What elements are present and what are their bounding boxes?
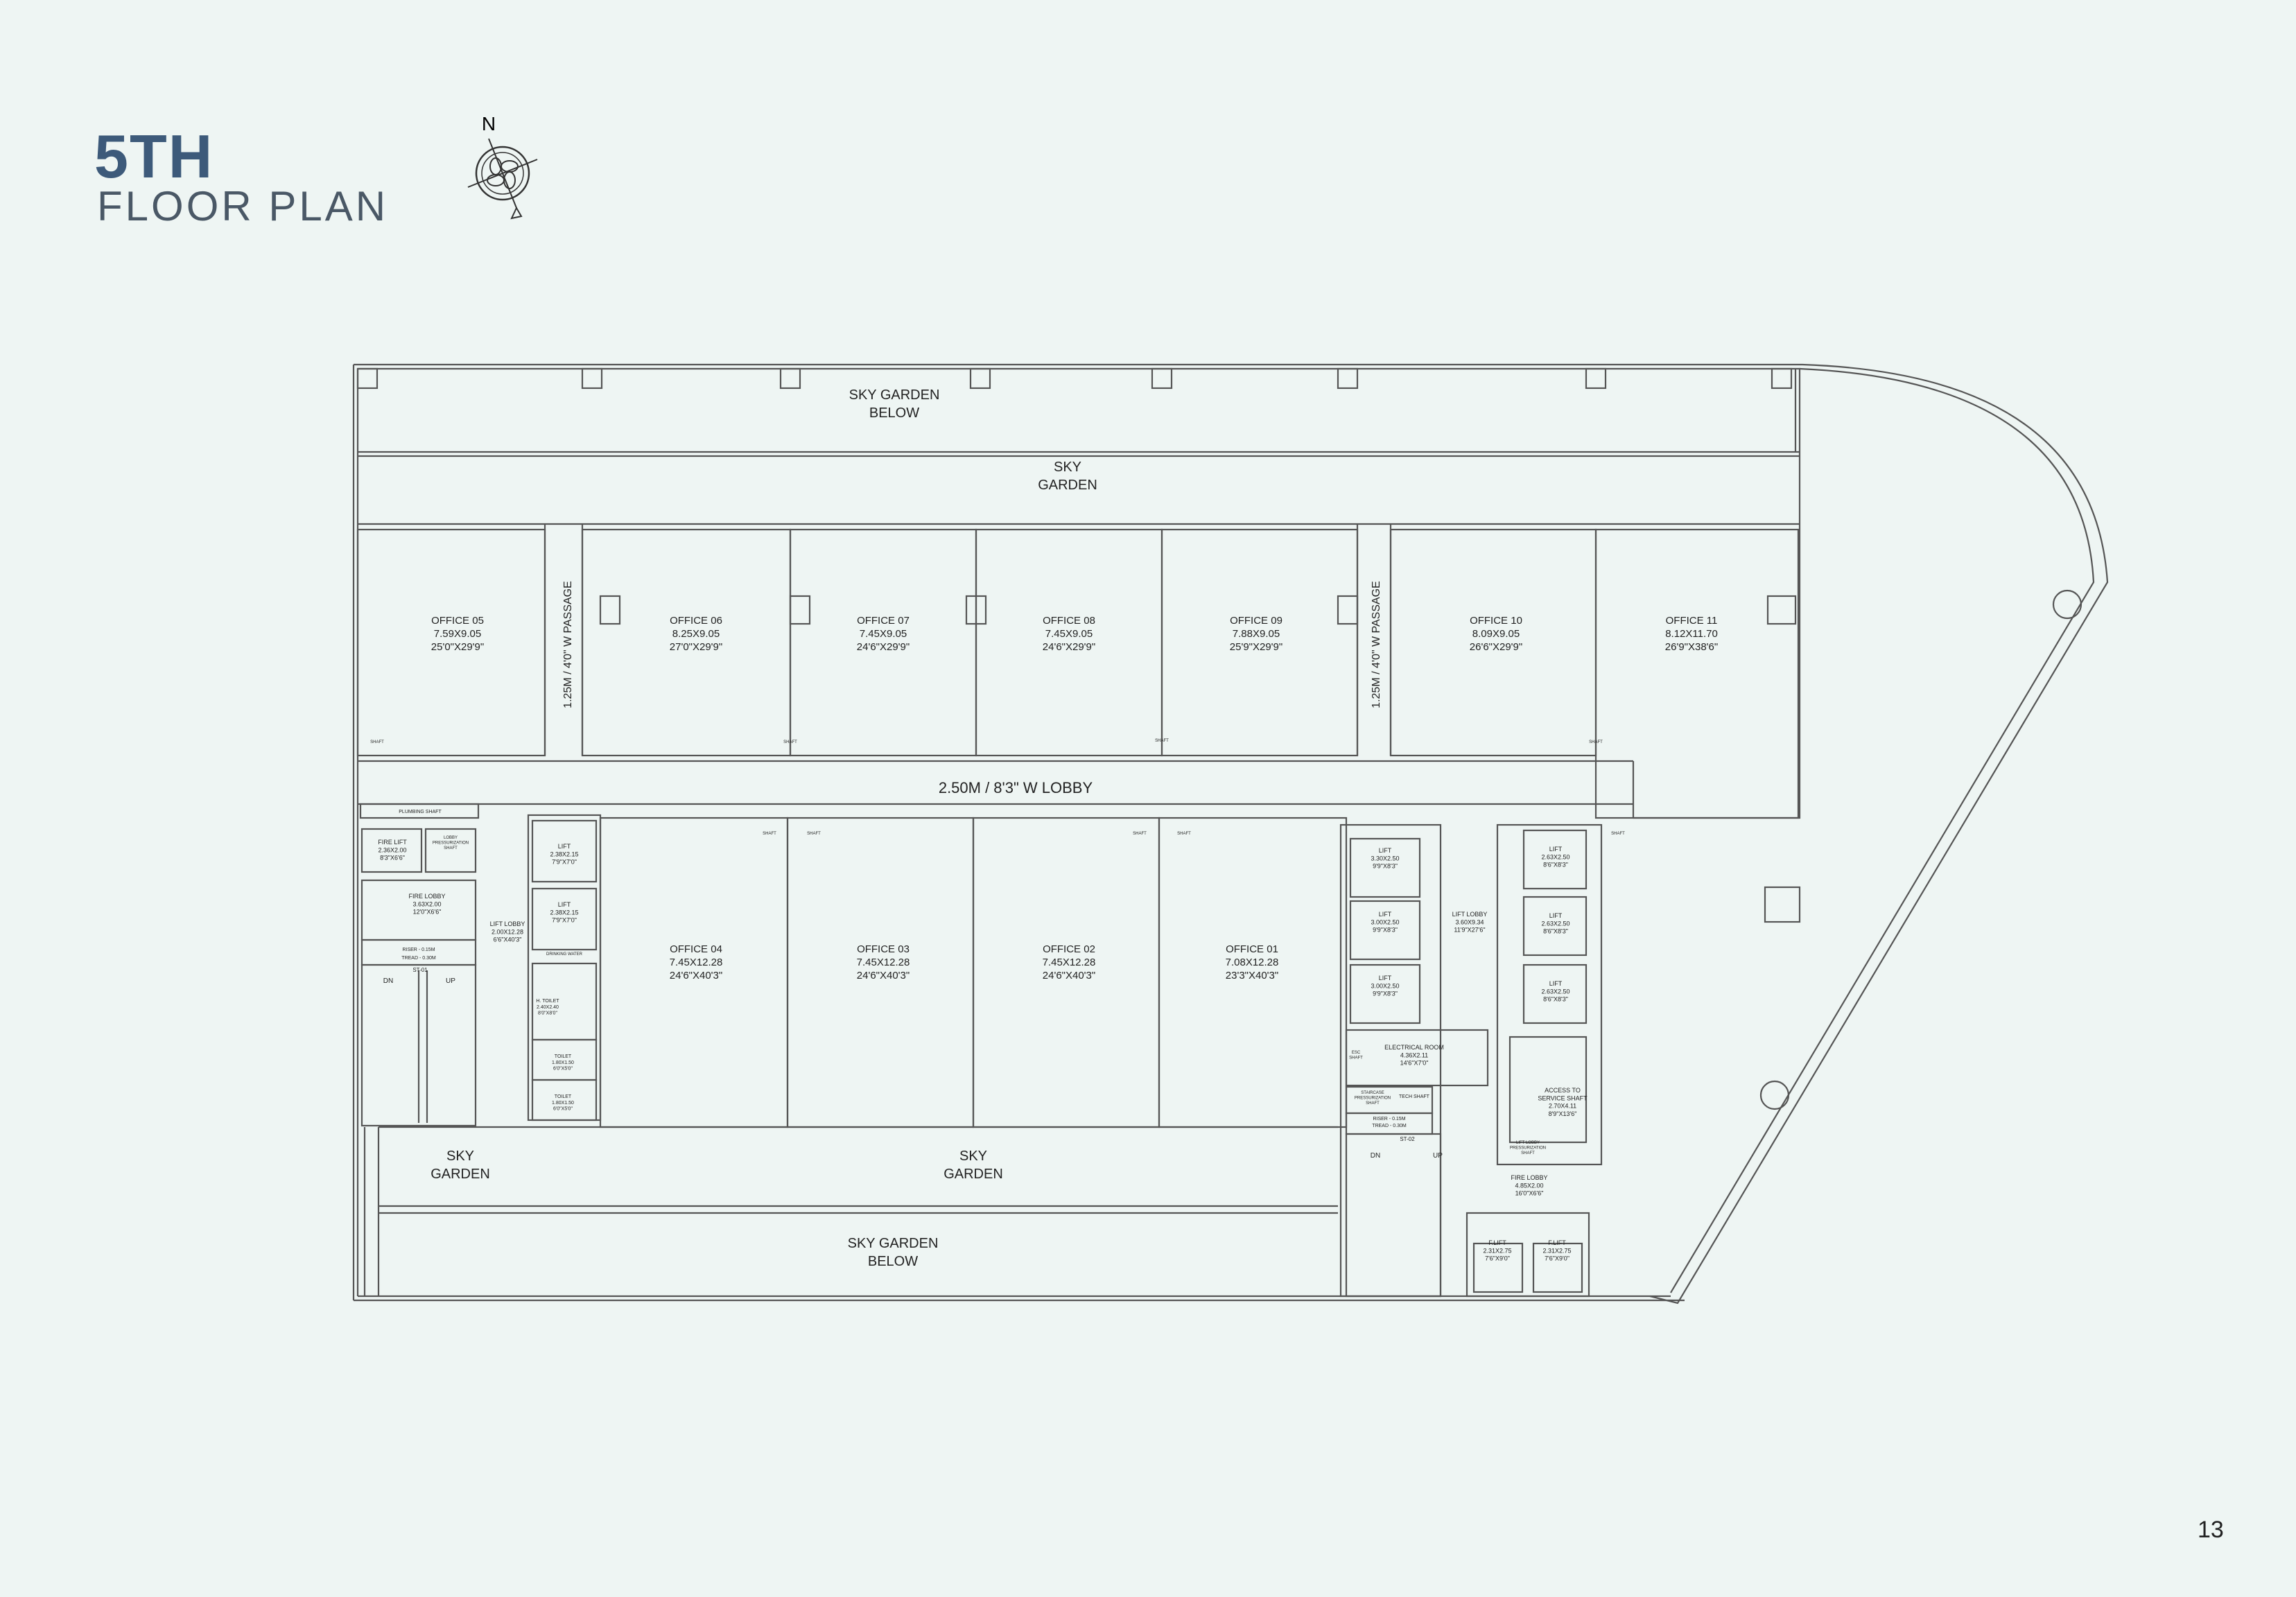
- shaft-label-6: SHAFT: [807, 832, 821, 836]
- shaft-label-3: SHAFT: [1155, 739, 1169, 743]
- page-title: 5TH: [94, 122, 214, 191]
- page-subtitle: FLOOR PLAN: [97, 183, 389, 229]
- page-number: 13: [2198, 1517, 2224, 1543]
- dn-left-label: DN: [383, 977, 393, 985]
- compass-rose-icon: N: [467, 113, 538, 220]
- shaft-label-4: SHAFT: [1589, 740, 1603, 744]
- tread-label: TREAD - 0.30M: [401, 956, 436, 961]
- riser-label: RISER - 0.15M: [402, 948, 435, 952]
- stair-st02-label: ST-02: [1400, 1136, 1415, 1142]
- drinking-water-label: DRINKING WATER: [546, 952, 583, 957]
- riser-right-label: RISER - 0.15M: [1373, 1117, 1405, 1122]
- shaft-label-9: SHAFT: [1611, 832, 1625, 836]
- lobby-label: 2.50M / 8'3" W LOBBY: [939, 779, 1093, 796]
- shaft-label-1: SHAFT: [370, 740, 384, 744]
- up-right-label: UP: [1433, 1152, 1443, 1160]
- north-label: N: [482, 113, 496, 134]
- passage-left: 1.25M / 4'0" W PASSAGE: [562, 581, 574, 708]
- stair-st01-label: ST-01: [412, 967, 428, 973]
- tread-right-label: TREAD - 0.30M: [1372, 1124, 1407, 1128]
- shaft-label-2: SHAFT: [783, 740, 797, 744]
- dn-right-label: DN: [1371, 1152, 1380, 1160]
- shaft-label-5: SHAFT: [763, 832, 776, 836]
- passage-right: 1.25M / 4'0" W PASSAGE: [1371, 581, 1382, 708]
- up-left-label: UP: [446, 977, 455, 985]
- plumbing-shaft-label: PLUMBING SHAFT: [399, 810, 442, 814]
- shaft-label-8: SHAFT: [1177, 832, 1191, 836]
- shaft-label-7: SHAFT: [1133, 832, 1147, 836]
- tech-shaft-label: TECH SHAFT: [1399, 1094, 1430, 1099]
